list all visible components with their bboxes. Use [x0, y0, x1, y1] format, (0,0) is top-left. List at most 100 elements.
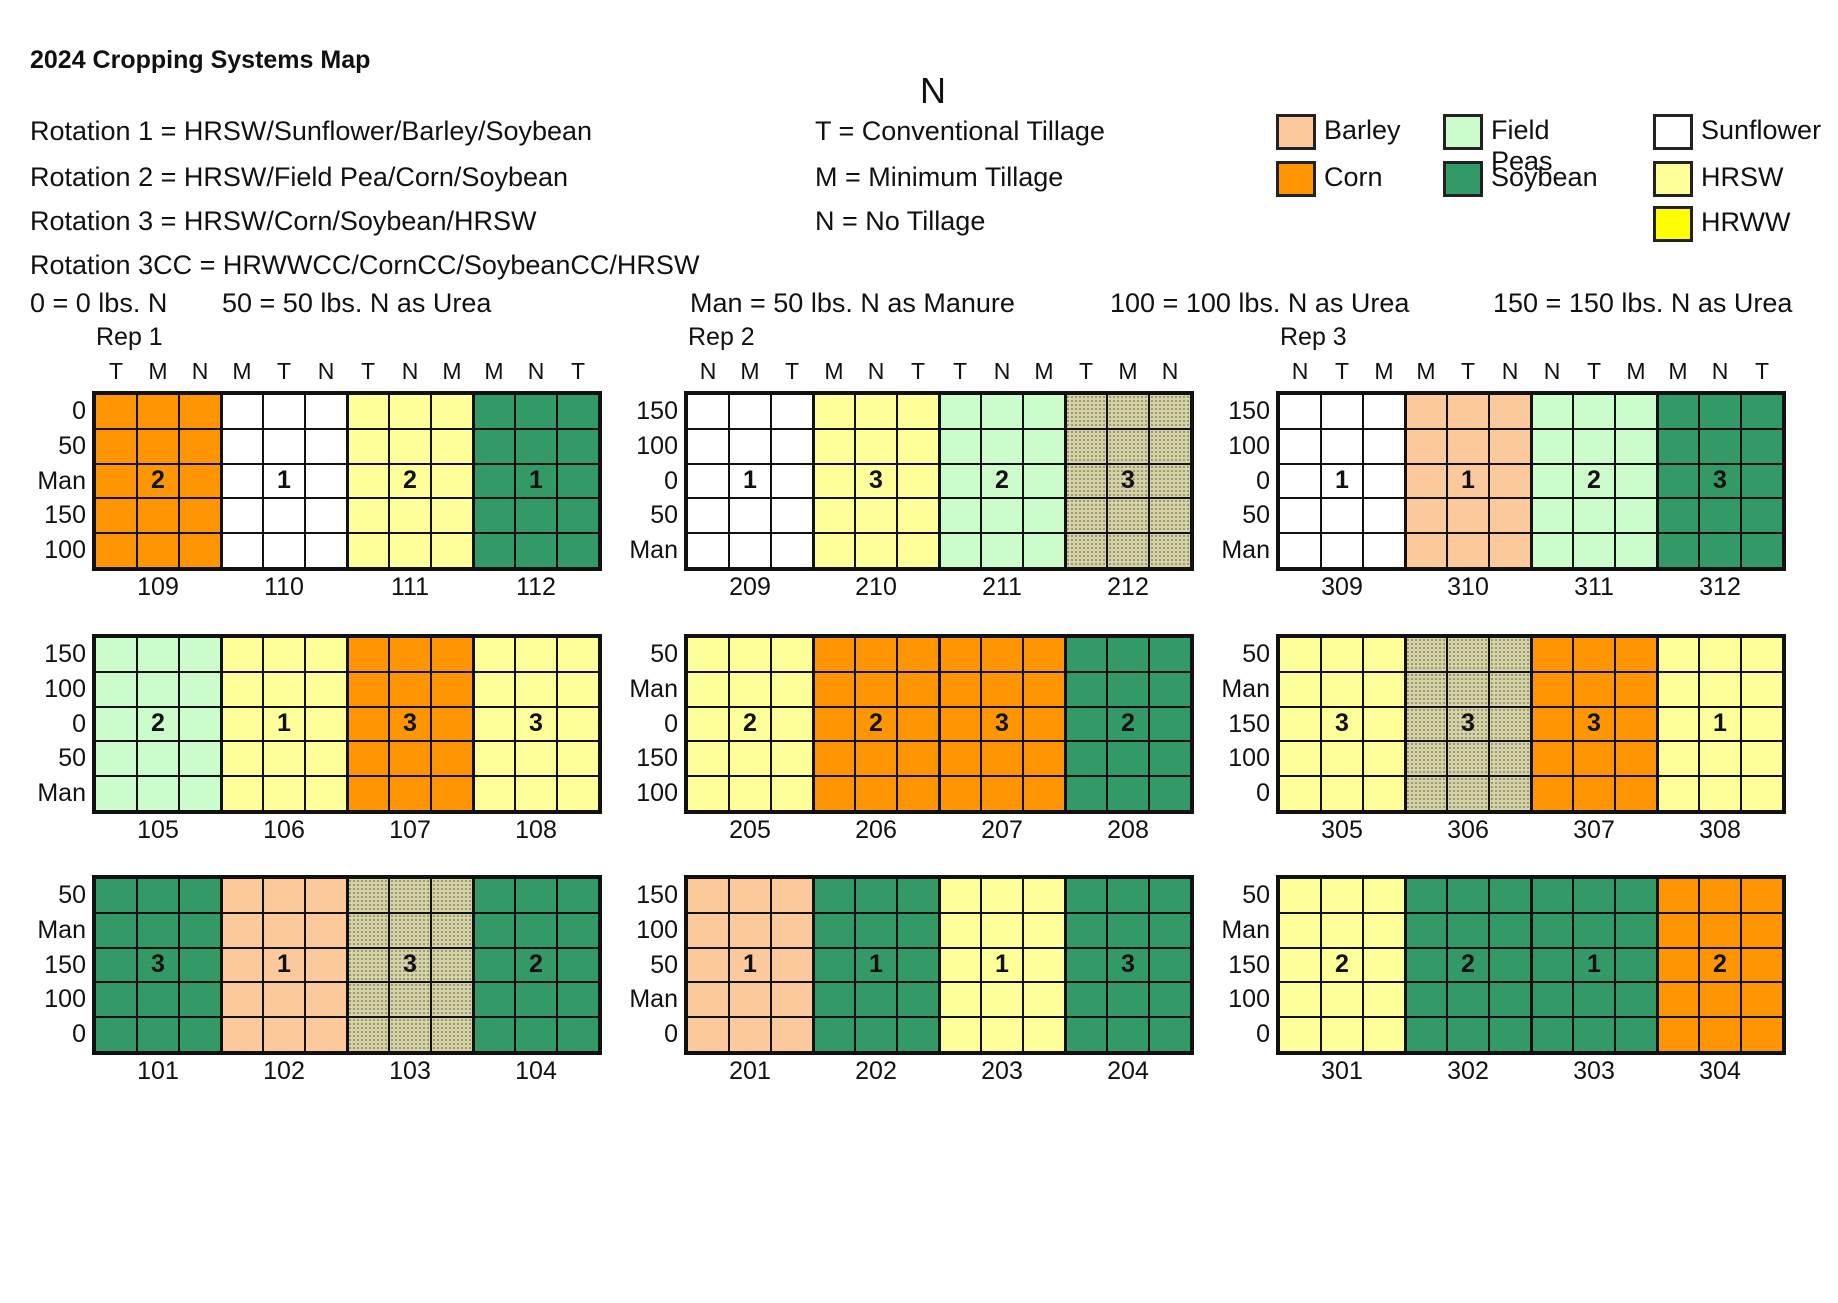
plot-cell	[1405, 982, 1447, 1018]
plot-cell	[557, 776, 599, 811]
nitrogen-row-label: 100	[44, 536, 86, 565]
rotation-number: 2	[995, 466, 1009, 495]
plot-cell	[431, 498, 473, 534]
plot-cell	[1657, 776, 1699, 811]
plot-cell	[813, 776, 855, 811]
plot-number: 208	[1107, 816, 1149, 844]
plot-cell	[473, 982, 515, 1018]
plot-cell	[855, 912, 897, 948]
plot-cell: 3	[1699, 463, 1741, 499]
plot-cell	[771, 394, 813, 429]
plot-cell	[1363, 706, 1405, 742]
plot-cell: 3	[1447, 706, 1489, 742]
plot-number: 101	[137, 1057, 179, 1085]
nitrogen-150-text: 150 = 150 lbs. N as Urea	[1493, 288, 1793, 318]
plot-cell	[1573, 533, 1615, 568]
plot-cell	[431, 706, 473, 742]
plot-cell	[897, 428, 939, 464]
plot-cell	[1489, 637, 1531, 672]
plot-cell	[1741, 428, 1783, 464]
plot-cell	[1573, 394, 1615, 429]
tillage-column-header: T	[570, 358, 586, 384]
plot-cell	[431, 982, 473, 1018]
rotation-number: 1	[1713, 709, 1727, 738]
plot-cell	[179, 498, 221, 534]
plot-cell	[1573, 498, 1615, 534]
tillage-column-header: T	[1078, 358, 1094, 384]
plot-cell	[1107, 878, 1149, 913]
plot-cell	[1321, 394, 1363, 429]
plot-cell	[95, 428, 137, 464]
plot-cell	[221, 776, 263, 811]
plot-cell	[771, 982, 813, 1018]
plot-number: 302	[1447, 1057, 1489, 1085]
plot-cell	[813, 912, 855, 948]
plot-cell	[1023, 1017, 1065, 1052]
plot-cell	[687, 637, 729, 672]
plot-number: 212	[1107, 573, 1149, 601]
tillage-column-header: M	[1416, 358, 1436, 384]
plot-cell: 2	[1573, 463, 1615, 499]
plot-cell	[1699, 912, 1741, 948]
plot-cell	[1405, 776, 1447, 811]
plot-cell	[1573, 912, 1615, 948]
plot-cell	[687, 671, 729, 707]
legend-label-field-peas: Field Peas	[1491, 115, 1553, 176]
plot-divider	[345, 394, 349, 568]
plot-cell	[687, 394, 729, 429]
plot-number: 210	[855, 573, 897, 601]
plot-cell	[263, 394, 305, 429]
plot-cell	[1321, 776, 1363, 811]
plot-cell	[1699, 776, 1741, 811]
plot-cell	[515, 498, 557, 534]
plot-number: 308	[1699, 816, 1741, 844]
plot-number: 206	[855, 816, 897, 844]
plot-cell	[729, 637, 771, 672]
plot-cell	[1573, 428, 1615, 464]
plot-divider	[811, 394, 815, 568]
plot-cell	[897, 878, 939, 913]
plot-cell	[1657, 394, 1699, 429]
plot-cell	[813, 1017, 855, 1052]
tillage-column-header: M	[484, 358, 504, 384]
plot-cell	[1741, 394, 1783, 429]
tillage-column-header: N	[317, 358, 335, 384]
plot-cell	[1699, 671, 1741, 707]
plot-cell	[1023, 498, 1065, 534]
plot-cell	[347, 428, 389, 464]
plot-cell	[813, 671, 855, 707]
plot-cell	[1741, 947, 1783, 983]
plot-cell	[981, 671, 1023, 707]
plot-cell	[557, 394, 599, 429]
plot-cell	[347, 878, 389, 913]
rotation-number: 2	[1335, 950, 1349, 979]
plot-cell	[515, 637, 557, 672]
plot-cell	[1531, 912, 1573, 948]
plot-cell	[771, 671, 813, 707]
plot-cell	[1107, 982, 1149, 1018]
plot-cell	[855, 741, 897, 777]
plot-cell	[687, 533, 729, 568]
tillage-column-header: M	[740, 358, 760, 384]
plot-cell: 3	[389, 947, 431, 983]
plot-cell	[939, 394, 981, 429]
plot-number: 211	[982, 573, 1022, 601]
rotation-number: 2	[1121, 709, 1135, 738]
plot-cell	[1657, 463, 1699, 499]
tillage-column-header: T	[276, 358, 292, 384]
plot-number: 104	[515, 1057, 557, 1085]
plot-cell	[1657, 878, 1699, 913]
plot-cell	[1149, 741, 1191, 777]
plot-cell	[347, 498, 389, 534]
plot-cell	[1699, 637, 1741, 672]
plot-cell	[855, 982, 897, 1018]
plot-cell	[389, 428, 431, 464]
tillage-column-header: T	[360, 358, 376, 384]
plot-cell	[1573, 878, 1615, 913]
plot-cell	[179, 428, 221, 464]
plot-cell	[263, 776, 305, 811]
plot-number: 109	[137, 573, 179, 601]
plot-cell	[1489, 741, 1531, 777]
tillage-column-header: T	[1586, 358, 1602, 384]
plot-cell	[813, 706, 855, 742]
